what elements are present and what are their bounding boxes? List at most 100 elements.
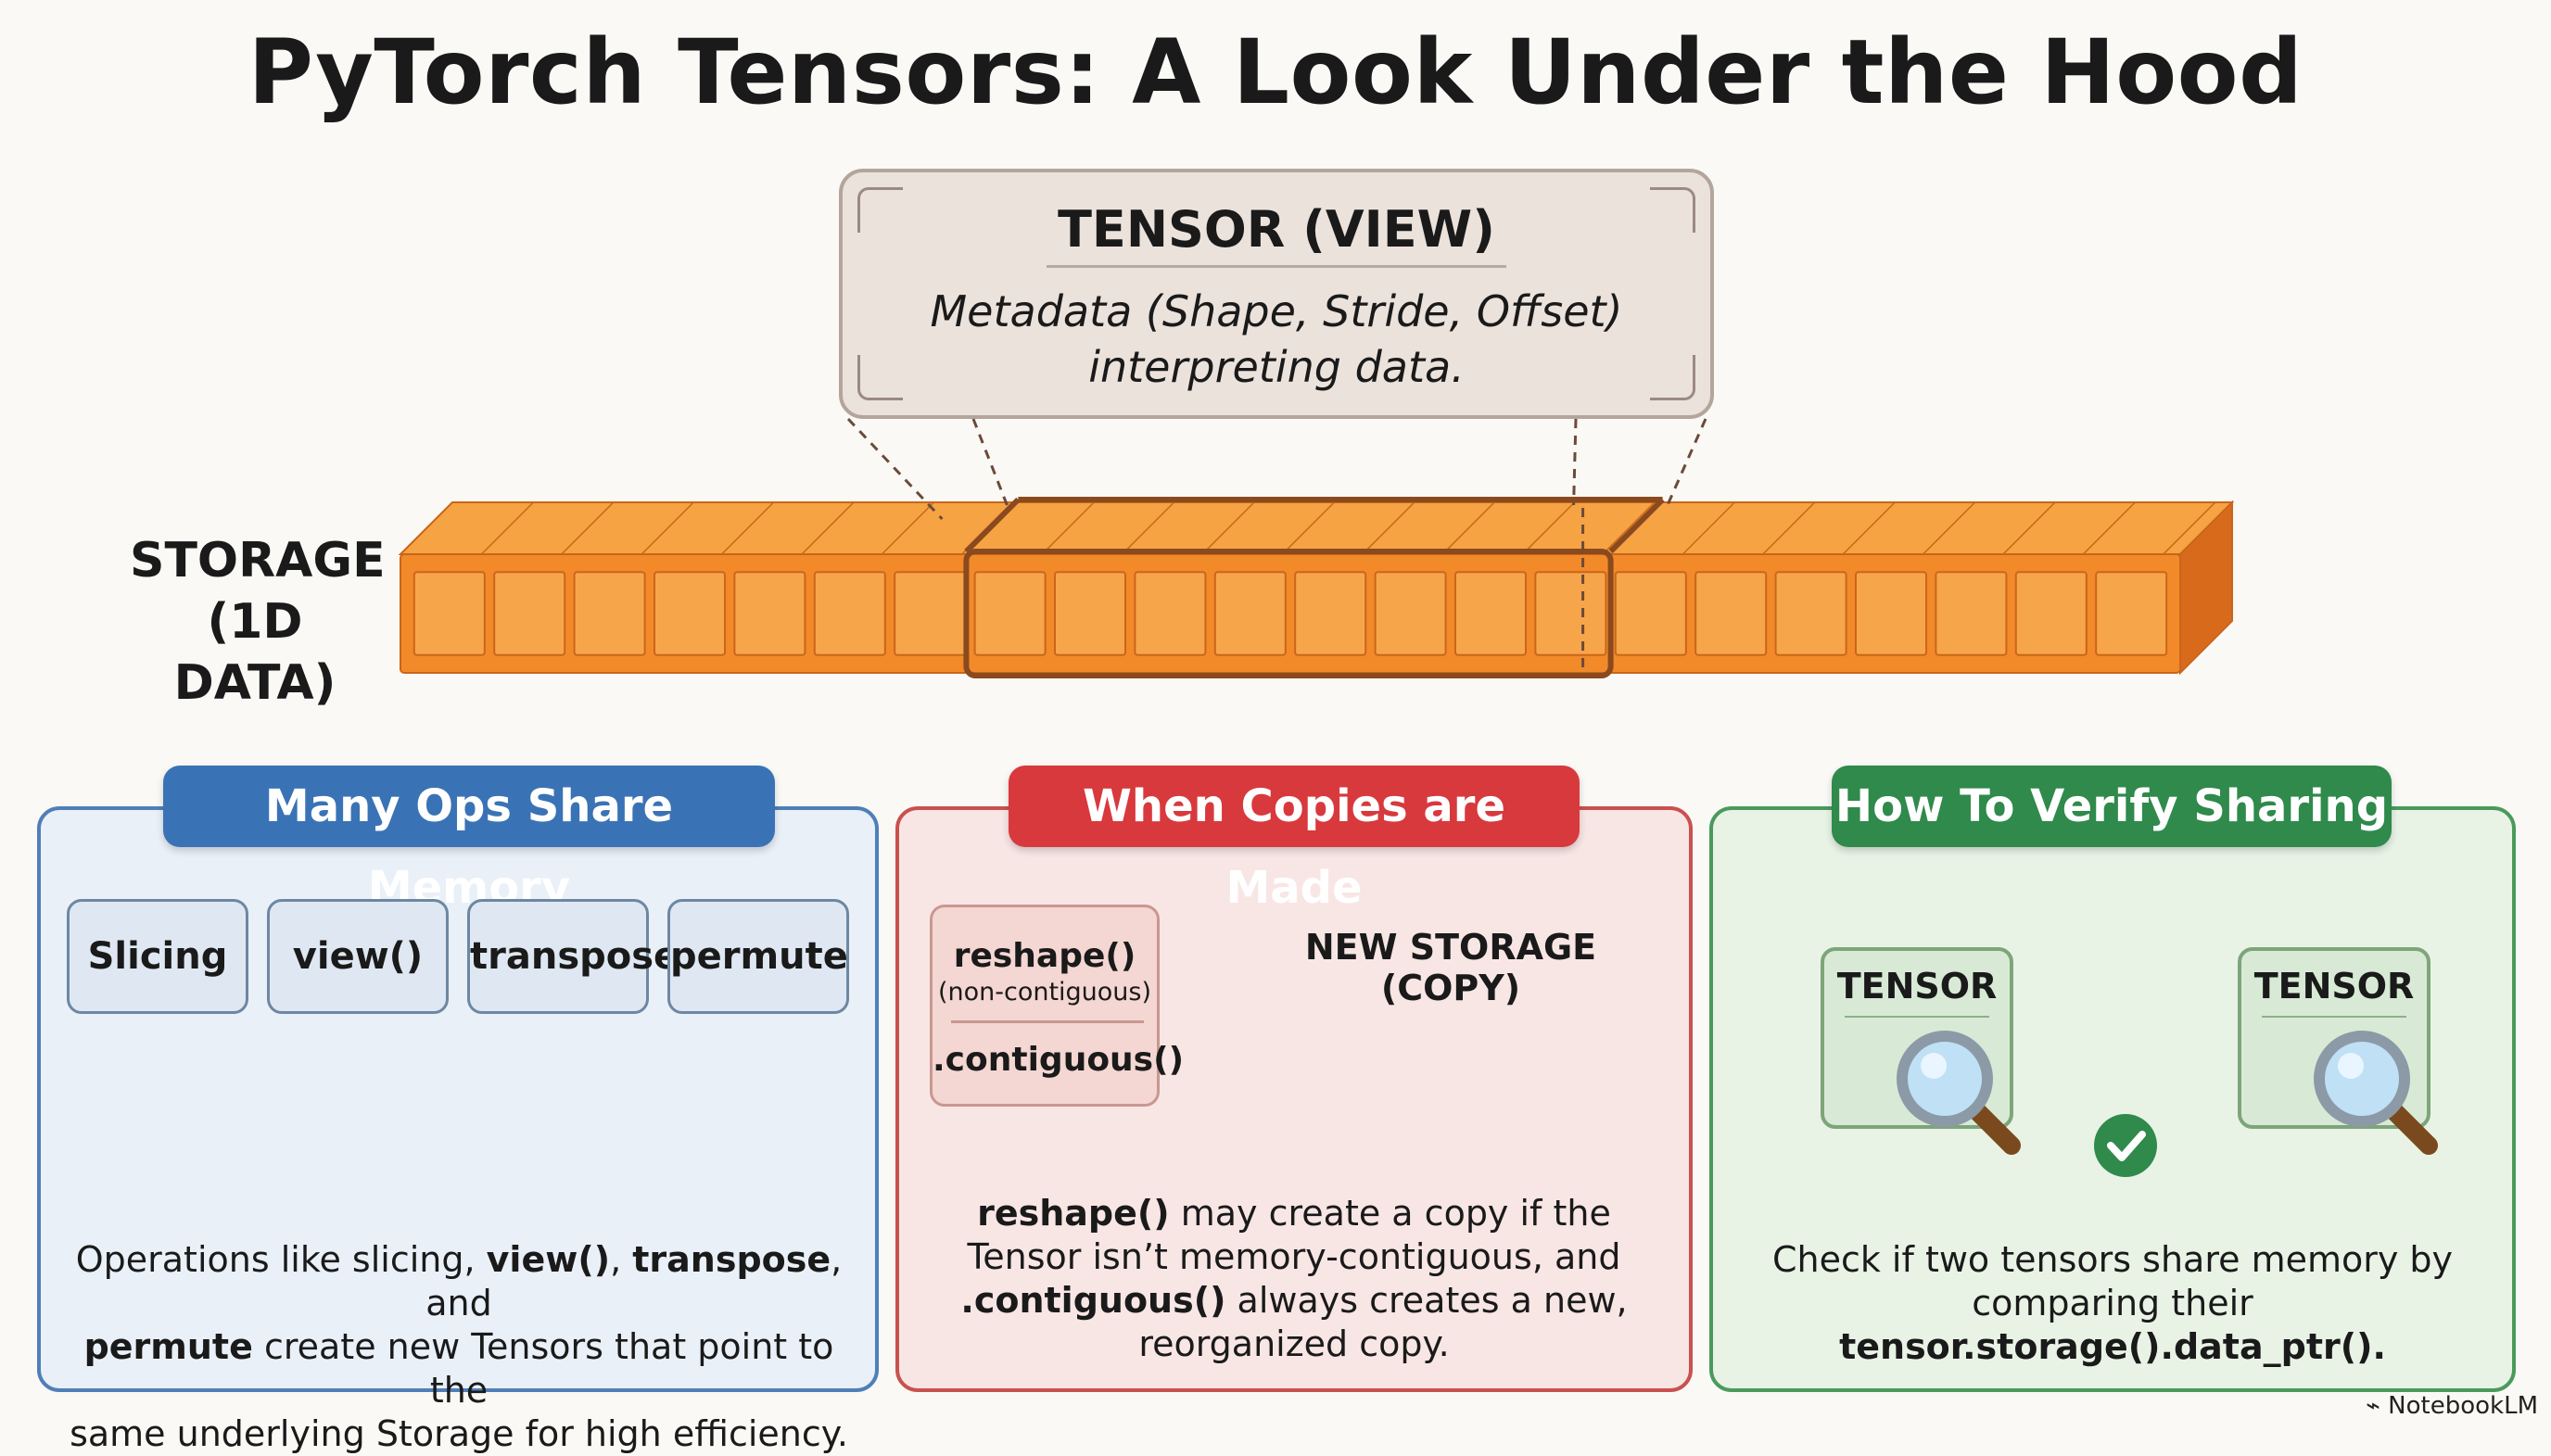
tensor-view-line-1: Metadata (Shape, Stride, Offset) (930, 286, 1623, 336)
desc-segment: Operations like slicing, (75, 1239, 487, 1280)
desc-segment: , (610, 1239, 633, 1280)
storage-cell (1053, 571, 1127, 656)
tensor-view-box: TENSOR (VIEW) Metadata (Shape, Stride, O… (839, 169, 1714, 419)
tensor-view-title: TENSOR (VIEW) (1058, 200, 1495, 259)
bar-top-divider (1281, 501, 1335, 555)
corner-bracket-br (1650, 355, 1695, 400)
storage-cell (1534, 571, 1607, 656)
storage-cell (733, 571, 806, 656)
storage-label-line-2: (1D DATA) (173, 594, 336, 711)
notebooklm-logo-icon: ⌁ (2366, 1392, 2389, 1420)
tensor-view-divider (1047, 265, 1506, 268)
new-storage-label: NEW STORAGE (COPY) (1304, 927, 1597, 1008)
bar-top-divider (1441, 501, 1495, 555)
view-highlight (963, 549, 1614, 678)
op-view: view() (267, 899, 449, 1014)
corner-bracket-bl (857, 355, 903, 400)
desc-segment: reshape() (977, 1193, 1170, 1234)
storage-cell (973, 571, 1047, 656)
storage-cell (1614, 571, 1687, 656)
magnifier-icon (2314, 1031, 2438, 1155)
tensor-card-left-divider (1845, 1016, 1989, 1018)
desc-segment: always creates a new, (1225, 1280, 1628, 1321)
desc-segment: Check if two tensors share memory by (1771, 1239, 2454, 1280)
notebooklm-brand: ⌁ NotebookLM (2366, 1392, 2538, 1420)
storage-cell (1134, 571, 1207, 656)
storage-cell (653, 571, 727, 656)
op-slicing: Slicing (67, 899, 248, 1014)
bar-top-divider (1041, 501, 1095, 555)
view-highlight-edge (964, 497, 1021, 554)
desc-segment: transpose (632, 1239, 831, 1280)
projection-line (1572, 418, 1578, 506)
bar-top-divider (881, 501, 934, 555)
bar-top-divider (641, 501, 694, 555)
view-projection-lines (846, 417, 1707, 675)
desc-segment: .contiguous() (960, 1280, 1226, 1321)
desc-segment: view() (486, 1239, 611, 1280)
bar-top-divider (721, 501, 775, 555)
storage-label-line-1: STORAGE (130, 533, 386, 589)
bar-top-divider (2163, 501, 2216, 555)
storage-cell (573, 571, 646, 656)
bar-top-divider (2082, 501, 2136, 555)
bar-top-divider (1682, 501, 1735, 555)
brand-text: NotebookLM (2388, 1392, 2538, 1420)
desc-segment: , and (425, 1239, 843, 1323)
bar-top-divider (1762, 501, 1816, 555)
desc-segment: tensor.storage().data_ptr(). (1839, 1326, 2386, 1367)
corner-bracket-tl (857, 187, 903, 233)
bar-top-divider (801, 501, 855, 555)
verify-icons-layer (1897, 1031, 2438, 1177)
storage-cell (1213, 571, 1287, 656)
bar-top-divider (1602, 501, 1656, 555)
tensor-card-right-label: TENSOR (2253, 966, 2415, 1007)
desc-segment: comparing their (1972, 1283, 2253, 1323)
storage-label: STORAGE (1D DATA) (130, 530, 386, 714)
reshape-note: (non-contiguous) (937, 978, 1152, 1007)
bar-top-divider (561, 501, 615, 555)
desc-segment: permute (83, 1326, 253, 1367)
bar-top-divider (2002, 501, 2056, 555)
bar-top-divider (1923, 501, 1976, 555)
tensor-card-left-label: TENSOR (1836, 966, 1998, 1007)
storage-cell (2095, 571, 2168, 656)
storage-cell (1935, 571, 2008, 656)
bar-top-divider (1201, 501, 1255, 555)
storage-cell (1453, 571, 1528, 656)
tensor-view-line-2: interpreting data. (1088, 342, 1465, 392)
projection-line (846, 417, 944, 521)
page-title: PyTorch Tensors: A Look Under the Hood (247, 20, 2304, 124)
main-storage-bar (398, 497, 2235, 678)
bar-top-divider (1122, 501, 1175, 555)
desc-segment: may create a copy if the (1169, 1193, 1611, 1234)
checkmark-icon (2094, 1114, 2157, 1177)
reshape-label: reshape() (953, 937, 1136, 975)
verify-header: How To Verify Sharing (1832, 766, 2392, 847)
desc-segment: Tensor isn’t memory-contiguous, and (967, 1236, 1621, 1277)
corner-bracket-tr (1650, 187, 1695, 233)
desc-segment: reorganized copy. (1138, 1323, 1450, 1364)
storage-cell (2014, 571, 2088, 656)
contiguous-label: .contiguous() (933, 1041, 1185, 1079)
desc-segment: create new Tensors that point to the (252, 1326, 834, 1411)
storage-cell (1374, 571, 1447, 656)
storage-cell (1854, 571, 1928, 656)
bar-top-divider (1362, 501, 1415, 555)
reshape-contiguous-box: reshape() (non-contiguous) .contiguous() (930, 905, 1185, 1107)
bar-top-divider (1842, 501, 1896, 555)
storage-cell (1694, 571, 1768, 656)
storage-cell (1294, 571, 1367, 656)
op-permute: permute (667, 899, 849, 1014)
copies-header: When Copies are Made (1009, 766, 1580, 914)
view-highlight-edge (1608, 497, 1665, 554)
magnifier-icon (1897, 1031, 2021, 1155)
tensor-view-description: Metadata (Shape, Stride, Offset) interpr… (843, 284, 1710, 395)
storage-cell (813, 571, 886, 656)
reshape-divider (951, 1020, 1144, 1023)
op-transpose: transpose (467, 899, 679, 1014)
storage-cell (412, 571, 486, 656)
tensor-card-right-divider (2262, 1016, 2406, 1018)
